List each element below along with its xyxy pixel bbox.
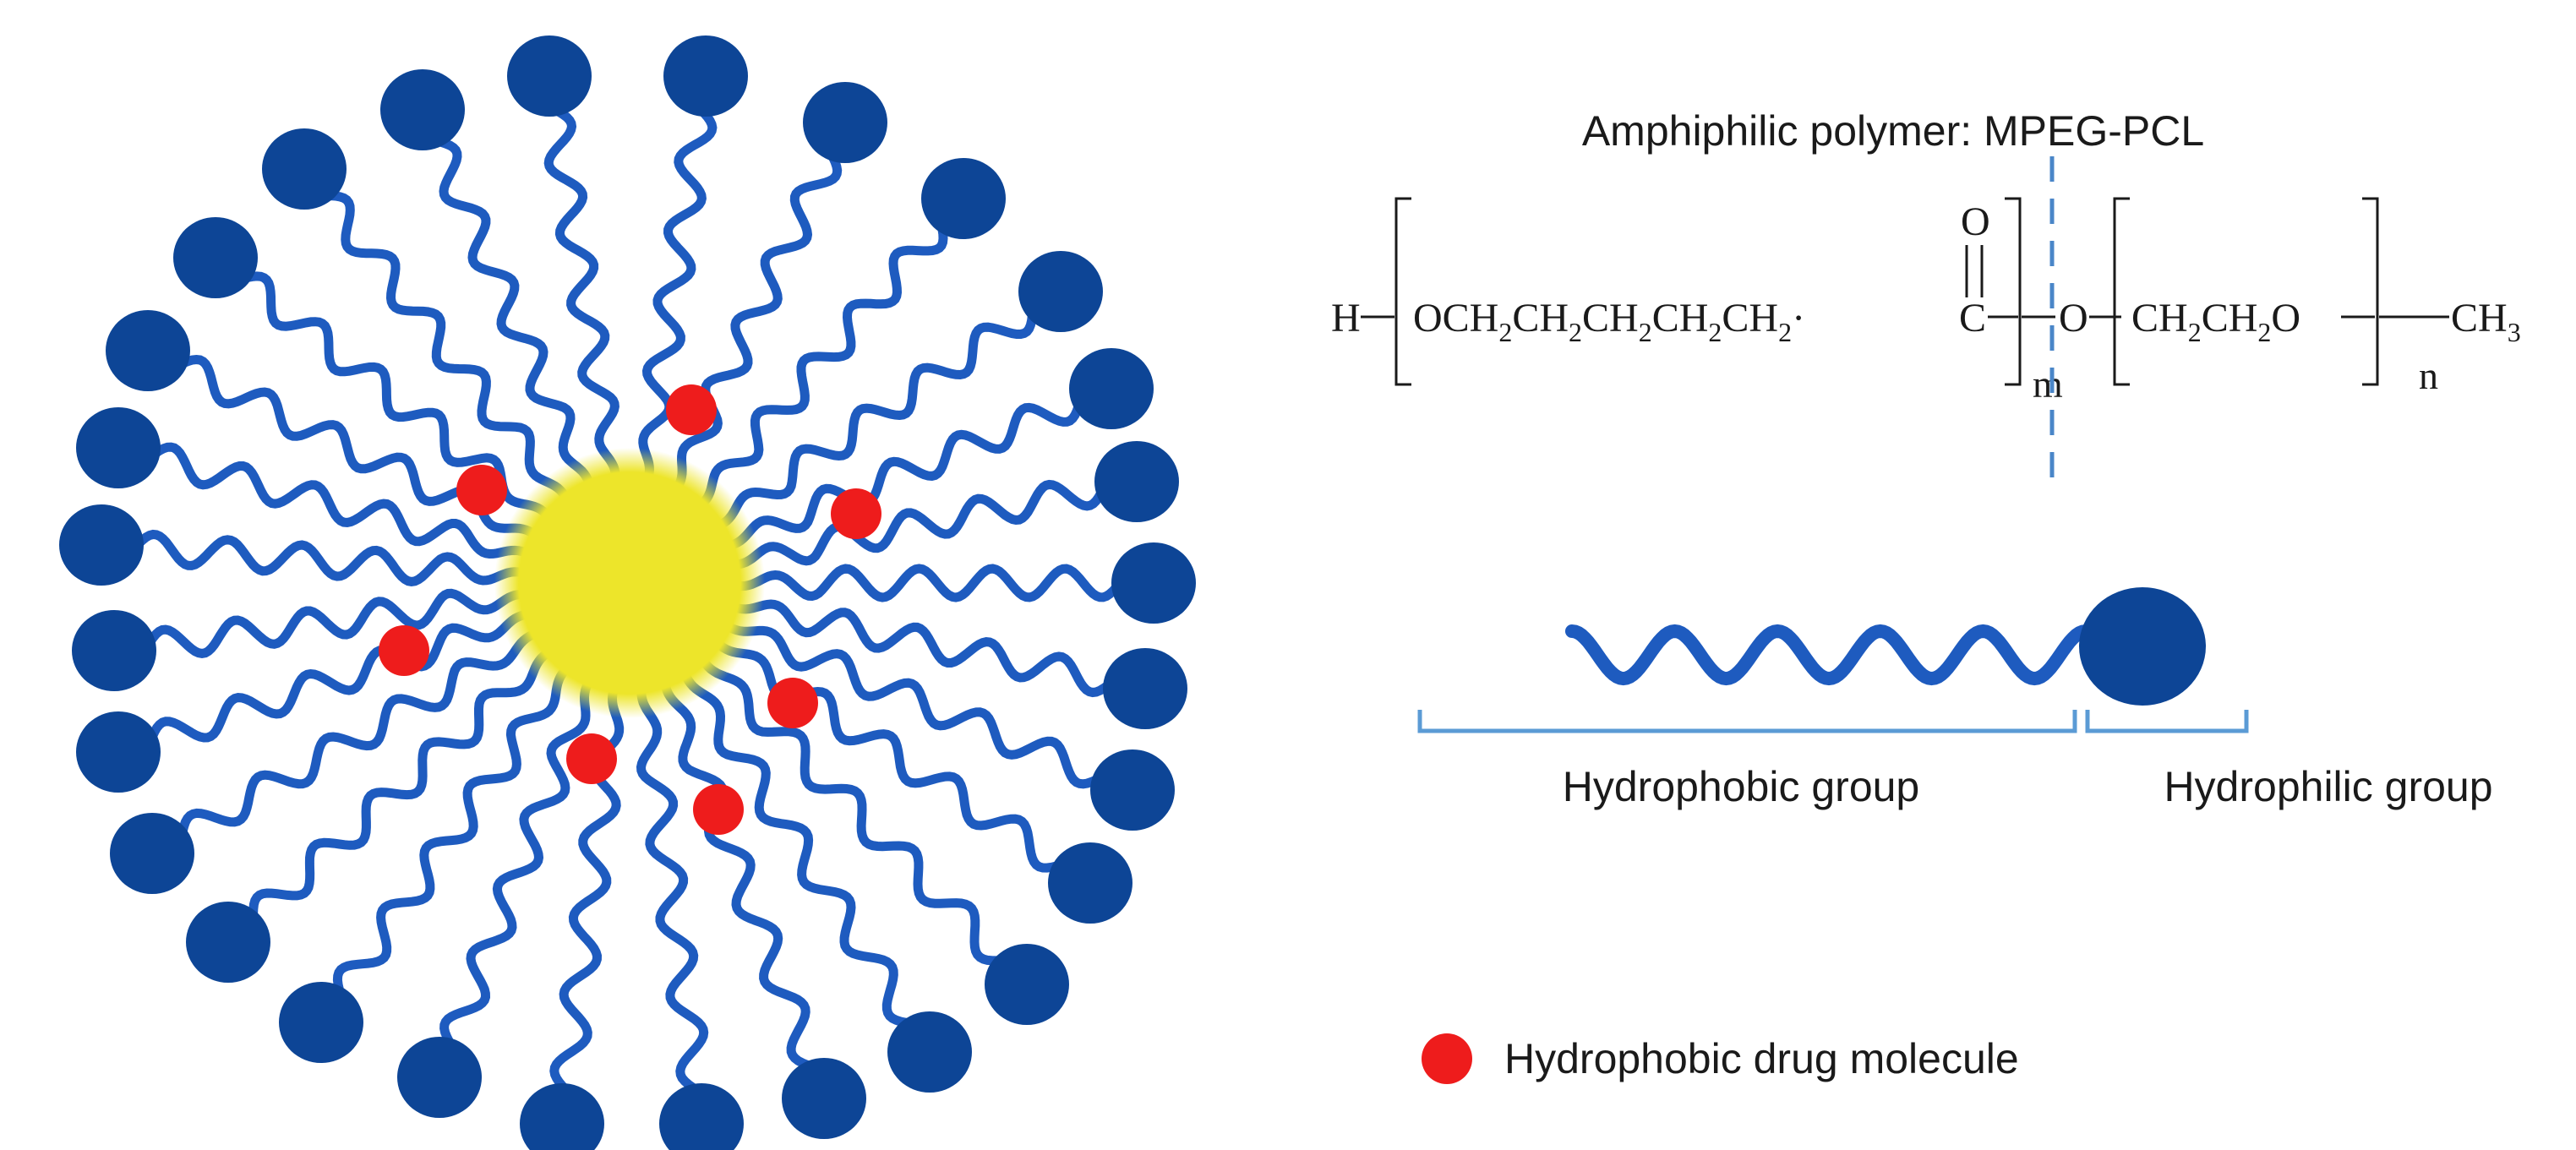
micelle-chain-tail xyxy=(320,191,580,518)
micelle-chain-head xyxy=(985,944,1069,1025)
micelle-chain-tail xyxy=(332,651,584,1000)
drug-molecule xyxy=(456,465,507,515)
micelle-chain-head xyxy=(173,217,258,298)
micelle-chain-head xyxy=(397,1037,482,1118)
micelle-chain-tail xyxy=(707,396,1085,555)
micelle-chain-head xyxy=(1048,842,1132,924)
micelle-chain-tail xyxy=(712,479,1109,570)
subscript-n: n xyxy=(2419,354,2438,397)
drug-molecule xyxy=(767,678,818,728)
micelle-chain-tail xyxy=(173,354,554,549)
amphiphile-molecule: Hydrophobic group Hydrophilic group xyxy=(1417,587,2493,810)
micelle-chain-head xyxy=(507,35,592,117)
micelle-chain-tail xyxy=(673,653,916,1028)
micelle-chain-tail xyxy=(712,596,1117,698)
drug-legend-swatch xyxy=(1422,1033,1472,1084)
micelle-chain-tail xyxy=(146,442,548,565)
amphiphile-hydrophobic-tail xyxy=(1565,624,2093,686)
pcl-repeat-unit: OCH2CH2CH2CH2CH2· xyxy=(1413,296,1805,347)
carbonyl-oxygen: O xyxy=(1961,199,1990,244)
micelle-chain-head xyxy=(1090,749,1175,831)
formula-title: Amphiphilic polymer: MPEG-PCL xyxy=(1582,107,2204,155)
carbonyl-carbon: C xyxy=(1959,296,1986,341)
bracket-right-n xyxy=(2362,197,2379,386)
micelle-chain-tail xyxy=(656,661,817,1072)
micelle-chain-tail xyxy=(143,588,547,658)
micelle-chain-tail xyxy=(699,626,1067,873)
micelle-chain-tail xyxy=(698,305,1038,538)
formula-h: H xyxy=(1331,296,1361,341)
micelle-chain-tail xyxy=(683,219,948,521)
methyl-group: CH3 xyxy=(2451,296,2521,347)
bracket-left-m xyxy=(1394,197,1411,386)
micelle-chain-head xyxy=(76,711,161,793)
drug-molecule xyxy=(566,733,617,784)
hydrophilic-bracket xyxy=(2085,710,2249,733)
hydrophobic-bracket xyxy=(1417,710,2077,733)
micelle-chain-head xyxy=(663,35,748,117)
micelle-chain-head xyxy=(1111,542,1196,624)
micelle-chain-tail xyxy=(638,105,718,500)
drug-molecule xyxy=(693,784,744,835)
micelle-chain-tail xyxy=(636,666,709,1095)
micelle-chain-tail xyxy=(549,666,625,1095)
micelle-chain-tail xyxy=(663,148,843,508)
micelle-chain-tail xyxy=(707,612,1106,789)
micelle-chain-tail xyxy=(130,529,546,586)
micelle-chain-head xyxy=(782,1058,866,1139)
micelle-chain-head xyxy=(279,982,363,1063)
micelle-chain-tail xyxy=(439,661,603,1051)
micelle-chain-head xyxy=(380,69,465,150)
drug-molecule xyxy=(831,488,881,539)
micelle-chain-head xyxy=(1018,251,1103,332)
micelle-chain-tail xyxy=(248,637,569,924)
micelle-chain-tail xyxy=(431,136,599,507)
micelle-chain-tail xyxy=(687,641,1008,966)
amphiphile-hydrophilic-head xyxy=(2079,587,2206,706)
micelle-chain-head xyxy=(262,128,347,210)
micelle-chain-tail xyxy=(713,564,1125,602)
micelle-drugs xyxy=(379,384,881,835)
micelle-chains xyxy=(130,105,1125,1095)
micelle-chain-head xyxy=(1103,648,1187,729)
legend: Hydrophobic drug molecule xyxy=(1422,1033,2019,1084)
micelle-chain-head xyxy=(520,1083,604,1150)
micelle-chain-head xyxy=(659,1083,744,1150)
peg-repeat-unit: CH2CH2O xyxy=(2131,296,2300,347)
bracket-left-n xyxy=(2113,197,2130,386)
subscript-m: m xyxy=(2033,362,2063,406)
micelle-chain-tail xyxy=(145,606,550,746)
drug-legend-label: Hydrophobic drug molecule xyxy=(1504,1035,2019,1082)
hydrophilic-group-label: Hydrophilic group xyxy=(2164,763,2492,810)
micelle-chain-head xyxy=(186,902,270,983)
micelle-chain-head xyxy=(106,310,190,391)
micelle-heads xyxy=(59,35,1196,1150)
micelle-chain-head xyxy=(1094,441,1179,522)
micelle-chain-tail xyxy=(177,622,558,842)
micelle-chain-head xyxy=(887,1011,972,1093)
micelle-chain-head xyxy=(803,82,887,163)
drug-molecule xyxy=(379,625,429,676)
drug-molecule xyxy=(666,384,717,435)
hydrophobic-core xyxy=(494,448,765,718)
micelle-chain-head xyxy=(110,813,194,894)
bracket-right-m xyxy=(2005,197,2022,386)
micelle-chain-tail xyxy=(543,105,621,500)
hydrophobic-group-label: Hydrophobic group xyxy=(1563,763,1920,810)
micelle-chain-head xyxy=(72,610,156,691)
ether-oxygen: O xyxy=(2059,296,2088,341)
micelle-chain-head xyxy=(76,407,161,488)
chemical-formula: Amphiphilic polymer: MPEG-PCL H OCH2CH2C… xyxy=(1331,107,2521,477)
micelle xyxy=(59,35,1196,1150)
micelle-chain-head xyxy=(59,504,144,586)
micelle-chain-head xyxy=(1069,348,1154,429)
micelle-chain-head xyxy=(921,158,1006,239)
